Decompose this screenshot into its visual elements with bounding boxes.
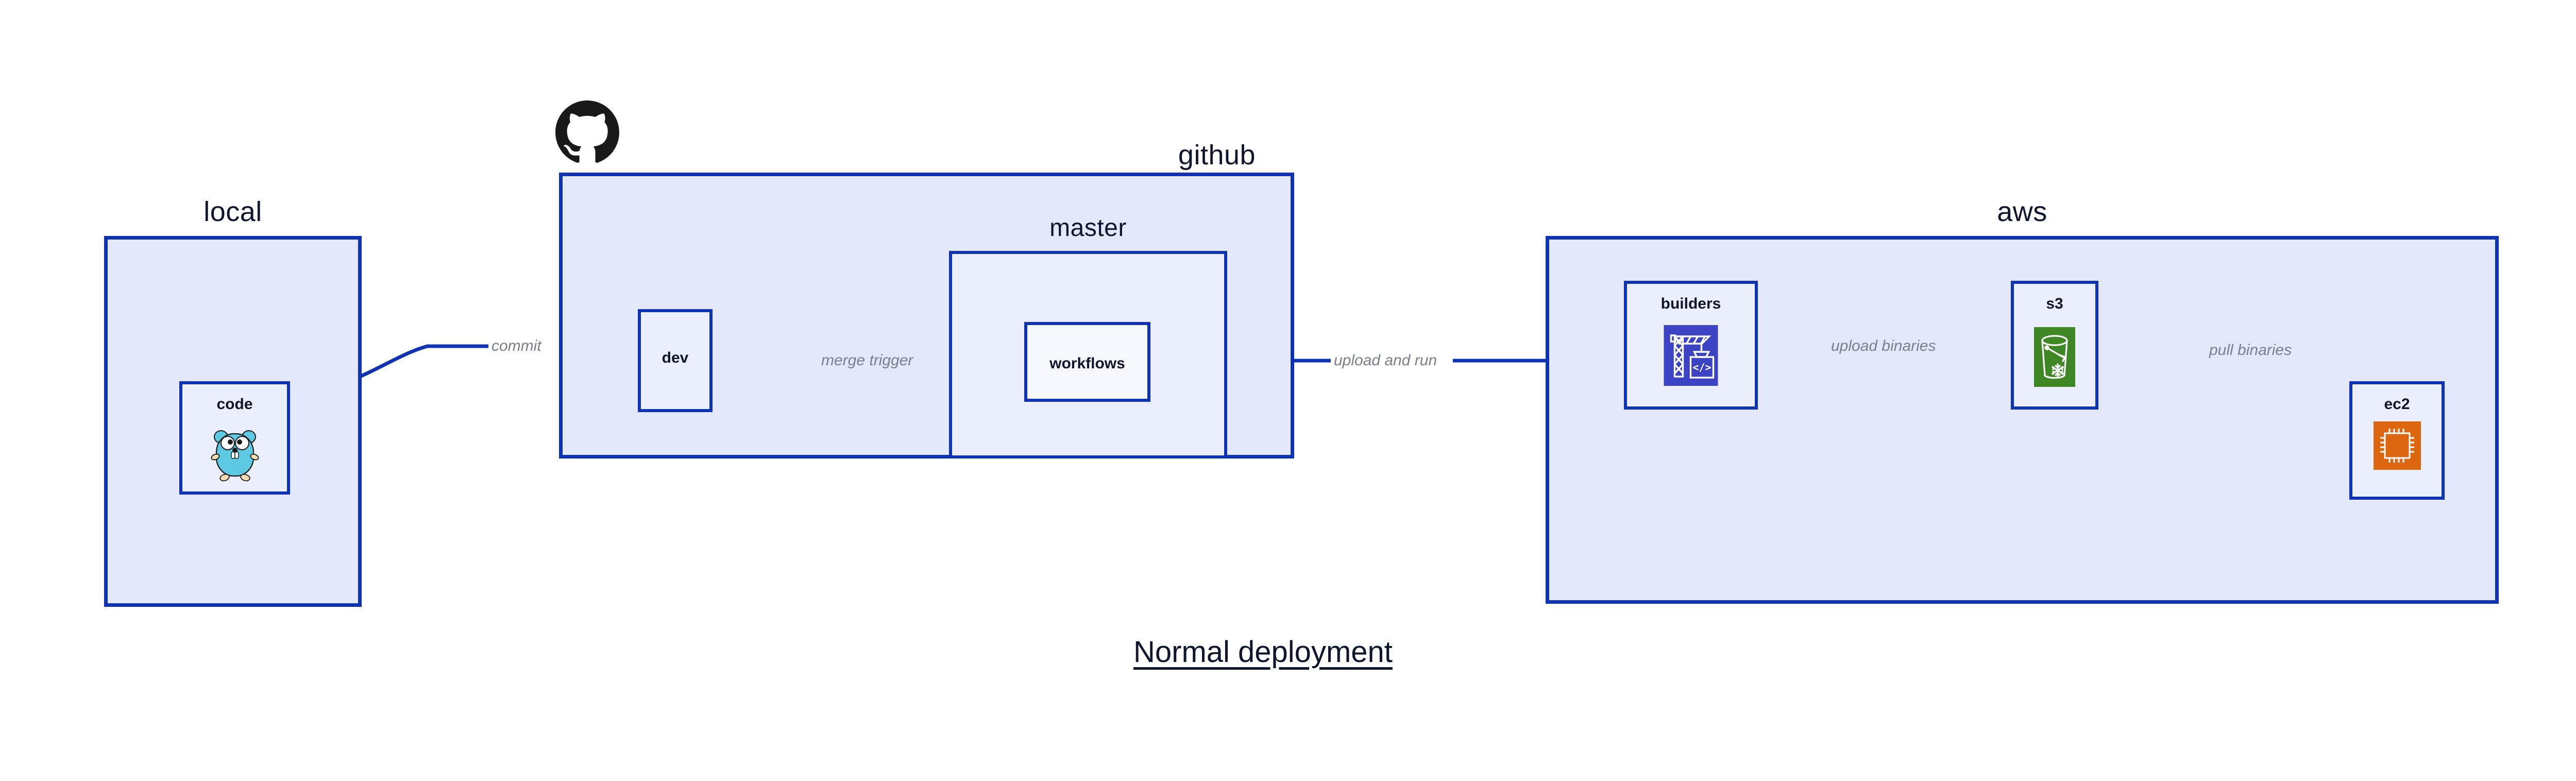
svg-text:</>: </> [1692,361,1711,373]
node-code-label: code [216,396,253,413]
edge-label-pull-binaries: pull binaries [2206,342,2295,359]
node-s3[interactable]: s3 [2011,281,2098,410]
node-dev-label: dev [662,349,689,366]
group-label-master: master [1049,214,1127,242]
edge-label-commit: commit [488,337,545,355]
aws-ec2-chip-icon [2373,421,2421,470]
aws-codebuild-icon: </> [1664,325,1718,386]
edge-label-upload-and-run: upload and run [1331,352,1440,369]
group-label-local: local [204,196,262,227]
node-workflows[interactable]: workflows [1024,322,1150,402]
node-builders-label: builders [1660,295,1721,312]
node-workflows-label: workflows [1049,355,1125,372]
group-label-github: github [1178,140,1256,171]
group-label-aws: aws [1997,196,2047,227]
node-ec2[interactable]: ec2 [2349,381,2445,500]
node-code[interactable]: code [179,381,290,495]
edge-label-merge-trigger: merge trigger [818,352,917,369]
node-dev[interactable]: dev [638,309,713,412]
github-octocat-logo [555,100,619,164]
node-ec2-label: ec2 [2384,396,2410,413]
edge-label-upload-binaries: upload binaries [1828,337,1939,355]
node-s3-label: s3 [2046,295,2063,312]
diagram-title: Normal deployment [1133,635,1393,669]
node-builders[interactable]: builders < [1624,281,1758,410]
go-gopher-icon [208,425,262,482]
aws-s3-bucket-icon [2034,327,2075,387]
